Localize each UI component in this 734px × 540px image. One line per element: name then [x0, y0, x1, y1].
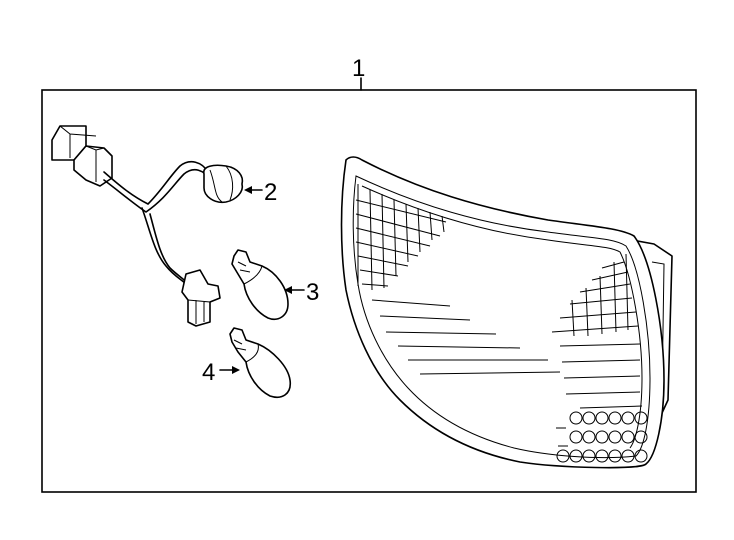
callout-3-label: 3 — [306, 279, 319, 306]
bulb-4 — [229, 327, 292, 398]
bulb-3 — [231, 249, 289, 320]
wiring-harness — [51, 125, 244, 327]
callout-1-label: 1 — [352, 55, 365, 82]
tail-lamp-lens — [340, 156, 673, 469]
callout-2-arrow — [244, 186, 252, 194]
callout-2-label: 2 — [264, 179, 277, 206]
assembly-frame — [41, 89, 697, 493]
callout-3-arrow — [284, 286, 292, 294]
callout-4-label: 4 — [202, 359, 215, 386]
callout-4-arrow — [232, 366, 240, 374]
